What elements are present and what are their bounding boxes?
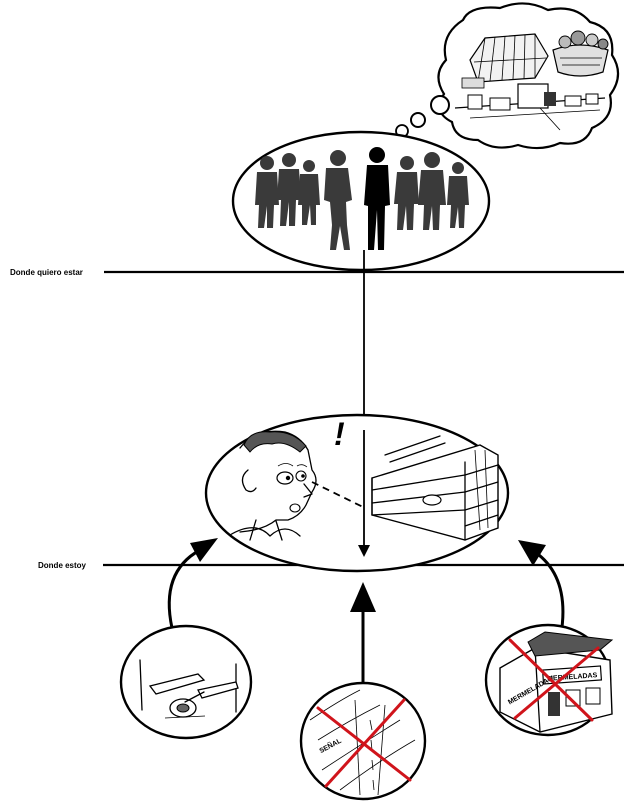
crossed-shop-icon: MERMELADAS MERMELADAS [484, 623, 614, 737]
road-cross-line-b [324, 698, 406, 788]
label-desired-state: Donde quiero estar [10, 268, 83, 277]
current-ellipse [204, 413, 510, 573]
level-desired: Donde quiero estar [10, 268, 624, 277]
town-icon [454, 83, 606, 131]
crossed-road-icon: SEÑAL [299, 681, 427, 801]
greenhouse-icon [461, 33, 549, 89]
gaze-dashed-line [311, 481, 366, 509]
shop-front-sign: MERMELADAS [547, 672, 598, 683]
label-current-state: Donde estoy [38, 561, 87, 570]
surprised-man-icon: ! [229, 416, 345, 541]
exclamation-mark: ! [334, 416, 345, 452]
shop-cross-line-a [508, 638, 594, 722]
left-arrow-head [190, 538, 218, 562]
group-silhouettes-icon [255, 147, 469, 250]
broken-lever-icon [119, 624, 253, 740]
shop-cross-line-b [513, 646, 600, 720]
right-arrow-head [518, 540, 546, 566]
center-arrow-head [350, 582, 376, 612]
vertical-arrow-head-inner [358, 545, 370, 557]
group-ellipse [231, 130, 491, 272]
fruit-basket-icon [552, 30, 609, 77]
empty-shelves-icon [371, 435, 499, 541]
left-curved-arrow [167, 548, 201, 629]
